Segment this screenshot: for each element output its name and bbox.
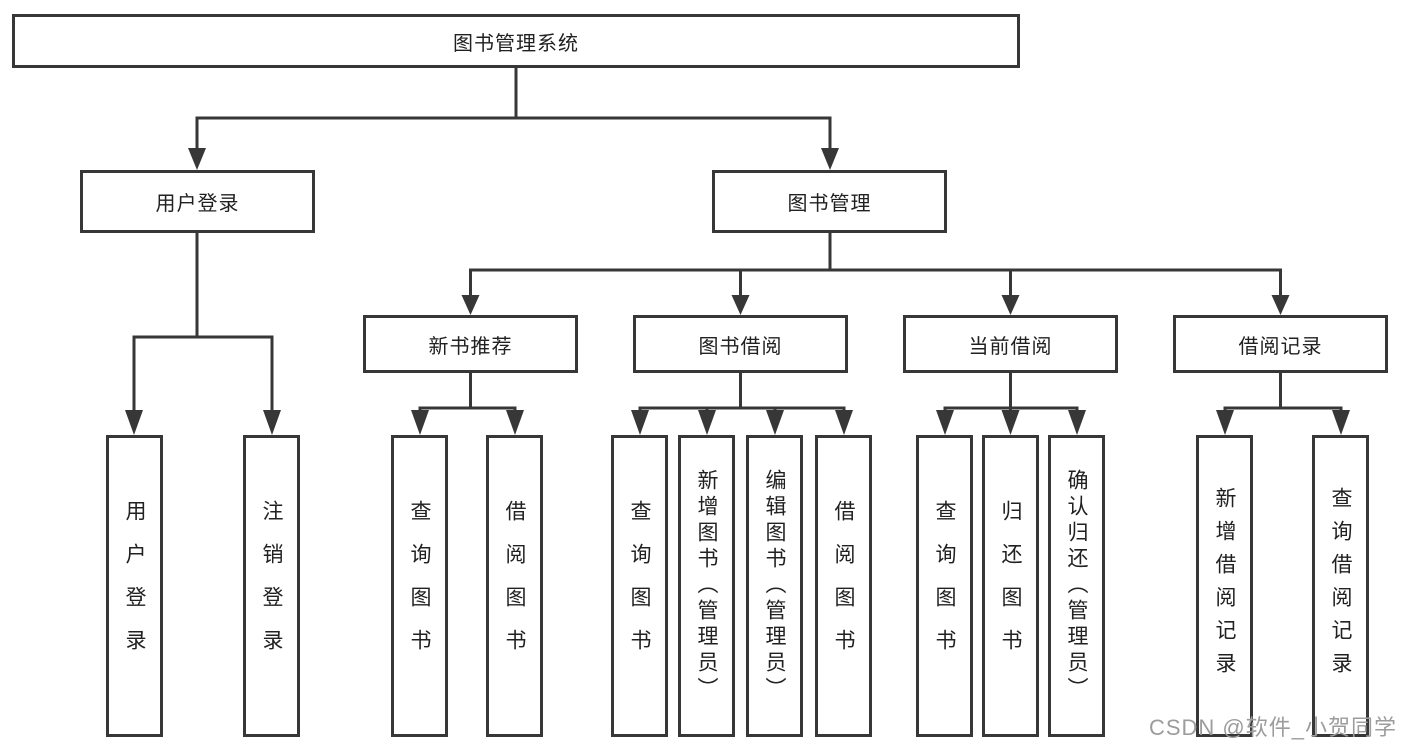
node-label: 图书管理 [787,193,872,215]
leaf-label: 查询借阅记录 [1329,487,1352,685]
arrow-down-icon [1068,410,1086,435]
connector-newbooks-to-leaves [418,371,517,415]
leaf-label: 查询图书 [933,500,956,672]
node-library-system: 图书管理系统 [12,14,1020,68]
node-label: 用户登录 [155,193,240,215]
node-book-borrowing: 图书借阅 [633,315,848,373]
node-new-book-recommendation: 新书推荐 [363,315,578,373]
leaf-label: 新增图书（管理员） [695,469,718,703]
connector-records-to-leaves [1223,371,1343,415]
arrow-down-icon [461,295,480,315]
leaf-confirm-return-admin: 确认归还（管理员） [1048,435,1105,737]
node-user-login: 用户登录 [80,170,315,233]
arrow-down-icon [411,410,429,435]
node-current-borrowing: 当前借阅 [903,315,1118,373]
arrow-down-icon [263,410,281,435]
leaf-query-books: 查询图书 [916,435,973,737]
leaf-return-books: 归还图书 [982,435,1039,737]
node-label: 图书借阅 [698,335,783,358]
node-book-management: 图书管理 [712,170,947,233]
arrow-down-icon [1332,410,1350,435]
node-label: 当前借阅 [968,335,1053,358]
leaf-label: 归还图书 [999,500,1022,672]
arrow-down-icon [631,410,649,435]
arrow-down-icon [936,410,954,435]
connector-userlogin-to-leaves [132,231,274,414]
arrow-down-icon [766,410,784,435]
leaf-edit-books-admin: 编辑图书（管理员） [746,435,803,737]
leaf-add-books-admin: 新增图书（管理员） [678,435,735,737]
leaf-label: 注销登录 [260,500,283,672]
leaf-query-borrow-record: 查询借阅记录 [1312,435,1369,737]
arrow-down-icon [1271,295,1290,315]
arrow-down-icon [835,410,853,435]
connector-root-to-level2 [195,66,832,152]
arrow-down-icon [1001,410,1020,435]
arrow-down-icon [125,410,143,435]
watermark: CSDN @软件_小贺同学 [1148,715,1397,740]
leaf-query-books: 查询图书 [611,435,668,737]
arrow-down-icon [698,410,716,435]
leaf-query-books: 查询图书 [391,435,448,737]
connector-bookmgmt-to-level3 [469,231,1282,298]
node-label: 借阅记录 [1238,335,1323,358]
leaf-user-login: 用户登录 [106,435,163,737]
leaf-label: 查询图书 [408,500,431,672]
leaf-label: 编辑图书（管理员） [763,469,786,703]
node-borrowing-records: 借阅记录 [1173,315,1388,373]
leaf-add-borrow-record: 新增借阅记录 [1196,435,1253,737]
arrow-down-icon [821,148,839,170]
arrow-down-icon [188,148,206,170]
node-label: 新书推荐 [428,335,513,358]
connector-borrowing-to-leaves [638,371,846,415]
arrow-down-icon [1001,295,1020,315]
leaf-logout: 注销登录 [243,435,300,737]
leaf-label: 用户登录 [123,500,146,672]
leaf-label: 借阅图书 [832,500,855,672]
leaf-borrow-books: 借阅图书 [486,435,543,737]
leaf-label: 借阅图书 [503,500,526,672]
leaf-borrow-books: 借阅图书 [815,435,872,737]
node-label: 图书管理系统 [453,32,579,55]
arrow-down-icon [731,295,750,315]
leaf-label: 新增借阅记录 [1213,487,1236,685]
arrow-down-icon [506,410,524,435]
leaf-label: 查询图书 [628,500,651,672]
leaf-label: 确认归还（管理员） [1065,469,1088,703]
connector-current-to-leaves [943,371,1079,415]
arrow-down-icon [1216,410,1234,435]
